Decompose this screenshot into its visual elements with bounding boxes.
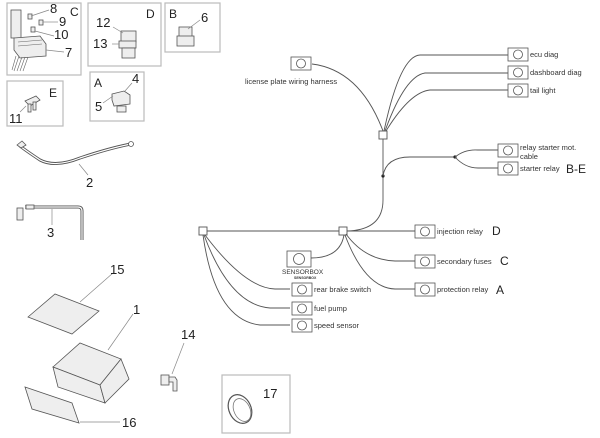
junction-top	[378, 130, 388, 140]
relay-part-4	[111, 90, 131, 113]
battery-cable-part-3: 3	[16, 204, 84, 240]
junction-mid	[338, 226, 348, 236]
connector-license-plate: license plate wiring harness	[245, 56, 337, 86]
part-number-13: 13	[93, 36, 107, 51]
part-number-15: 15	[110, 262, 124, 277]
part-number-8: 8	[50, 1, 57, 16]
fuel-pump-label: fuel pump	[314, 304, 347, 313]
part-number-14: 14	[181, 327, 195, 342]
panel-d: D 12 13	[87, 2, 162, 67]
battery-part-1: 1	[52, 302, 140, 404]
connector-fuel-pump: fuel pump	[291, 301, 347, 316]
part-number-11: 11	[9, 111, 23, 126]
panel-a: A 4 5	[89, 71, 145, 122]
starter-relay-label: starter relay	[520, 164, 560, 173]
panel-e: E 11	[6, 80, 64, 127]
panel-a-letter: A	[94, 76, 102, 90]
protection-relay-group: A	[496, 283, 504, 297]
part-number-9: 9	[59, 14, 66, 29]
connector-sensorbox: SENSORBOX SENSORBOX	[282, 250, 324, 280]
fuse-box-part-7	[10, 9, 47, 72]
panel-c: C 8 9 10 7	[6, 1, 82, 76]
panel-b-letter: B	[169, 7, 177, 21]
relay-starter-label-1: relay starter mot.	[520, 143, 576, 152]
panel-b: B 6	[164, 2, 221, 53]
panel-b-frame	[164, 2, 221, 53]
battery-cover-part-15: 15	[27, 262, 124, 335]
panel-17-frame	[221, 374, 291, 434]
secondary-fuses-group: C	[500, 254, 509, 268]
ecu-diag-label: ecu diag	[530, 50, 558, 59]
part-number-16: 16	[122, 415, 136, 430]
connector-secondary-fuses: secondary fuses C	[414, 254, 509, 269]
panel-17: 17	[221, 374, 291, 434]
connector-rear-brake-switch: rear brake switch	[291, 282, 371, 297]
injection-relay-group: D	[492, 224, 501, 238]
speed-sensor-label: speed sensor	[314, 321, 360, 330]
part-number-6: 6	[201, 10, 208, 25]
sensorbox-sublabel: SENSORBOX	[294, 276, 317, 280]
dashboard-diag-label: dashboard diag	[530, 68, 582, 77]
relay-part-6	[176, 26, 195, 47]
wiring-harness	[198, 54, 508, 326]
connector-injection-relay: injection relay D	[414, 224, 501, 239]
connector-relay-starter-cable: relay starter mot. cable	[497, 143, 576, 161]
connector-part-14: 14	[160, 327, 195, 392]
relay-starter-label-2: cable	[520, 152, 538, 161]
panel-c-letter: C	[70, 5, 79, 19]
tail-light-label: tail light	[530, 86, 556, 95]
battery-cable-part-2: 2	[16, 140, 134, 190]
panel-e-letter: E	[49, 86, 57, 100]
connector-starter-relay: starter relay B-E	[497, 161, 586, 176]
connector-protection-relay: protection relay A	[414, 282, 504, 297]
fuse-part-10	[30, 26, 36, 33]
secondary-fuses-label: secondary fuses	[437, 257, 492, 266]
sensorbox-label: SENSORBOX	[282, 269, 324, 276]
relay-part-12	[118, 30, 137, 59]
injection-relay-label: injection relay	[437, 227, 483, 236]
battery-pad-part-16: 16	[24, 386, 136, 430]
part-number-12: 12	[96, 15, 110, 30]
part-number-17: 17	[263, 386, 277, 401]
rear-brake-label: rear brake switch	[314, 285, 371, 294]
part-number-1: 1	[133, 302, 140, 317]
panel-e-frame	[6, 80, 64, 127]
panel-d-letter: D	[146, 7, 155, 21]
license-plate-label: license plate wiring harness	[245, 77, 337, 86]
junction-left	[198, 226, 208, 236]
fuse-part-11	[24, 95, 41, 113]
connector-tail-light: tail light	[507, 83, 556, 98]
starter-relay-group: B-E	[566, 162, 586, 176]
fuse-part-8	[27, 13, 33, 20]
part-number-10: 10	[54, 27, 68, 42]
fuse-part-9	[38, 19, 44, 26]
part-number-2: 2	[86, 175, 93, 190]
part-number-3: 3	[47, 225, 54, 240]
part-number-4: 4	[132, 71, 139, 86]
part-number-5: 5	[95, 99, 102, 114]
panel-d-frame	[87, 2, 162, 67]
panel-c-frame	[6, 2, 82, 76]
connector-speed-sensor: speed sensor	[291, 318, 360, 333]
connector-ecu-diag: ecu diag	[507, 47, 558, 62]
grommet-part-17	[227, 394, 253, 424]
panel-a-frame	[89, 71, 145, 122]
connector-dashboard-diag: dashboard diag	[507, 65, 582, 80]
part-number-7: 7	[65, 45, 72, 60]
protection-relay-label: protection relay	[437, 285, 489, 294]
